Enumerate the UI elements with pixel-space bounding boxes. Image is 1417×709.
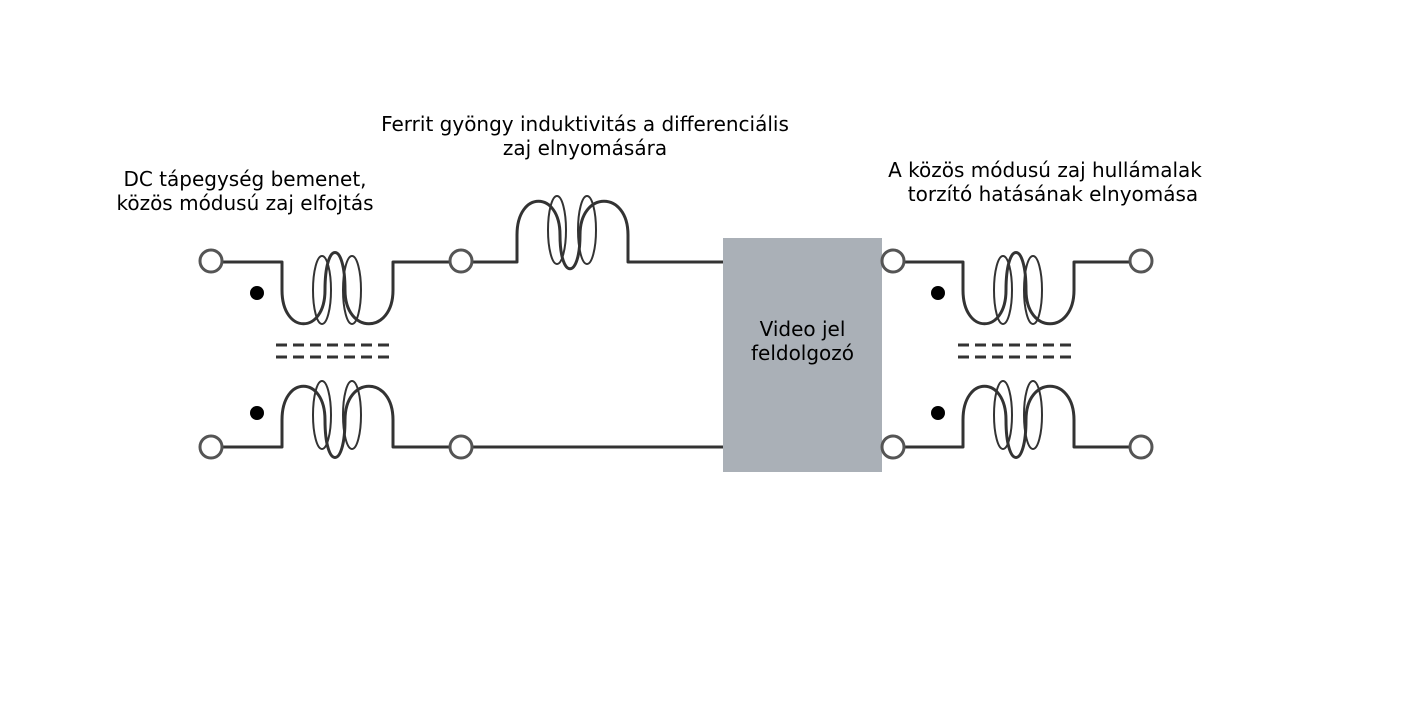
left-choke-label-line1: DC tápegység bemenet, xyxy=(123,167,367,191)
right-choke-label-line1: A közös módusú zaj hullámalak xyxy=(888,158,1202,182)
ferrite-bead-inductor xyxy=(473,195,723,270)
right-terminal-bottom-inner xyxy=(880,434,906,460)
left-choke-label: DC tápegység bemenet, közös módusú zaj e… xyxy=(95,167,395,215)
left-bottom-polarity-dot xyxy=(250,406,264,420)
left-top-polarity-dot xyxy=(250,286,264,300)
mid-terminal-top xyxy=(448,248,474,274)
video-processor-label-line2: feldolgozó xyxy=(750,341,855,365)
video-processor-label: Video jel feldolgozó xyxy=(723,238,882,472)
right-choke-bottom-winding xyxy=(905,380,1130,459)
left-input-terminal-bottom xyxy=(198,434,224,460)
ferrite-bead-label: Ferrit gyöngy induktivitás a differenciá… xyxy=(360,112,810,160)
mid-terminal-bottom xyxy=(448,434,474,460)
ferrite-bead-label-line2: zaj elnyomására xyxy=(502,136,668,160)
right-choke-top-winding xyxy=(905,251,1130,326)
right-bottom-polarity-dot xyxy=(931,406,945,420)
video-processor-block xyxy=(723,238,882,472)
right-terminal-top-inner xyxy=(880,248,906,274)
right-choke-label: A közös módusú zaj hullámalak torzító ha… xyxy=(860,158,1230,206)
right-output-terminal-top xyxy=(1128,248,1154,274)
left-choke-top-winding xyxy=(223,251,450,326)
ferrite-bead-label-line1: Ferrit gyöngy induktivitás a differenciá… xyxy=(381,112,789,136)
right-top-polarity-dot xyxy=(931,286,945,300)
left-choke-bottom-winding xyxy=(223,380,450,459)
left-choke-label-line2: közös módusú zaj elfojtás xyxy=(116,191,374,215)
video-processor-label-line1: Video jel xyxy=(759,317,846,341)
left-input-terminal-top xyxy=(198,248,224,274)
right-output-terminal-bottom xyxy=(1128,434,1154,460)
right-choke-label-line2: torzító hatásának elnyomása xyxy=(907,182,1199,206)
